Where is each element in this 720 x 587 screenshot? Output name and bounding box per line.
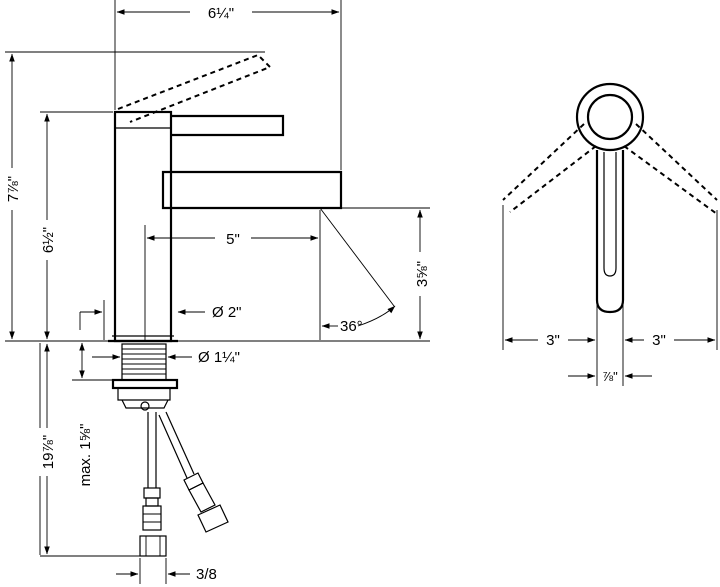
- dimensions-top-view: 3" 3" ⅞": [502, 205, 718, 386]
- dimensions-side-view: 6¼" 7⅞" 6½" 5" 3⅝" 36° Ø: [2, 0, 431, 584]
- spout-clearance-label: 3⅝": [414, 261, 431, 287]
- faucet-body: [113, 110, 173, 343]
- spout: [161, 170, 343, 210]
- supply-hose-angled: [158, 411, 229, 533]
- lever-handle: [171, 114, 285, 137]
- shank-diameter-label: Ø 1¼": [198, 349, 240, 366]
- reach-label: 5": [226, 231, 240, 248]
- width-label: 6¼": [208, 5, 234, 22]
- total-height-label: 7⅞": [5, 176, 22, 202]
- handle-width-label: ⅞": [602, 369, 618, 384]
- base-diameter-label: Ø 2": [212, 304, 242, 321]
- top-view-body: [575, 82, 645, 152]
- lever-raised-position: [117, 53, 272, 123]
- threaded-shank: [121, 343, 167, 381]
- supply-hose-straight: [139, 412, 167, 557]
- supply-length-label: 19⅞": [40, 435, 57, 470]
- top-view-lever: [595, 150, 625, 314]
- swing-right-label: 3": [652, 332, 666, 349]
- faucet-side-view: [108, 53, 343, 557]
- mounting-nut: [111, 378, 179, 390]
- spout-height-label: 6½": [40, 227, 57, 253]
- max-mounting-label: max. 1⅝": [77, 424, 94, 487]
- faucet-top-view: [502, 82, 718, 314]
- angle-label: 36°: [340, 318, 363, 335]
- swing-left-label: 3": [546, 332, 560, 349]
- fitting-size-label: 3/8: [196, 566, 217, 583]
